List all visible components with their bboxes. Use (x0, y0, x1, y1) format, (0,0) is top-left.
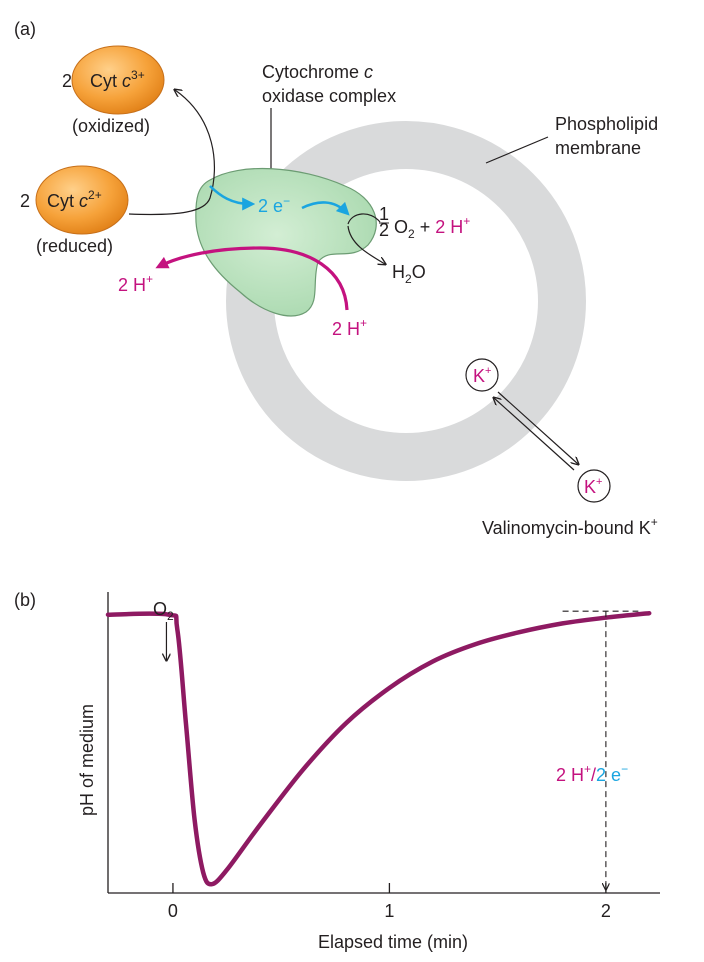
cyt-reduced-coefficient: 2 (20, 191, 30, 211)
chart-y-label: pH of medium (77, 704, 97, 816)
proton-in-label: 2 H+ (332, 316, 367, 339)
electrons-label: 2 e− (258, 194, 290, 216)
cyt-oxidized-coefficient: 2 (62, 71, 72, 91)
complex-label-line2: oxidase complex (262, 86, 396, 106)
ratio-label: 2 H+/2 e− (556, 762, 628, 785)
x-tick-label: 0 (168, 901, 178, 921)
membrane-label-line1: Phospholipid (555, 114, 658, 134)
membrane-label-line2: membrane (555, 138, 641, 158)
cyt-oxidation-arrow (128, 90, 215, 216)
chart-x-label: Elapsed time (min) (318, 932, 468, 952)
panel-b-label: (b) (14, 590, 36, 610)
cyt-oxidized-name: Cyt c3+ (90, 68, 145, 91)
cyt-c-oxidized: 2 Cyt c3+ (oxidized) (62, 45, 165, 136)
o2-half-numerator: 1 (379, 204, 389, 224)
k-ion-outside (577, 469, 611, 503)
cyt-oxidized-sphere (71, 45, 165, 115)
cyt-reduced-state: (reduced) (36, 236, 113, 256)
k-ion-outside-label: K+ (584, 476, 602, 497)
water-arrow (347, 225, 385, 264)
membrane-leader-line (485, 136, 549, 164)
k-ion-inside-label: K+ (473, 365, 491, 386)
k-ion-inside (465, 358, 499, 392)
valinomycin-label: Valinomycin-bound K+ (482, 515, 658, 538)
o2-half-denominator: 2 (379, 220, 389, 240)
proton-out-label: 2 H+ (118, 272, 153, 295)
electron-arrow-1 (209, 185, 256, 211)
water-label: H2O (392, 262, 426, 286)
k-transport-arrow-in (494, 398, 575, 471)
o2-addition-label: O2 (153, 599, 174, 623)
o2-reaction-label: O2 + 2 H+ (394, 214, 470, 241)
complex-label-line1: Cytochrome c (262, 62, 373, 82)
k-transport-arrow-out (497, 391, 578, 464)
cyt-reduced-sphere (35, 165, 129, 235)
phospholipid-membrane (226, 121, 586, 481)
cyt-c-reduced: 2 Cyt c2+ (reduced) (20, 165, 129, 256)
cyt-reduced-name: Cyt c2+ (47, 188, 102, 211)
proton-pump-arrow (155, 246, 349, 311)
ph-chart: pH of medium Elapsed time (min) 0 1 2 (77, 592, 660, 952)
x-tick-label: 1 (384, 901, 394, 921)
cyt-oxidized-state: (oxidized) (72, 116, 150, 136)
o2-leader-line (347, 213, 381, 225)
panel-a-label: (a) (14, 19, 36, 39)
cytochrome-oxidase-complex (195, 167, 377, 317)
x-tick-label: 2 (601, 901, 611, 921)
ph-curve (105, 610, 652, 887)
electron-arrow-2 (301, 201, 350, 216)
